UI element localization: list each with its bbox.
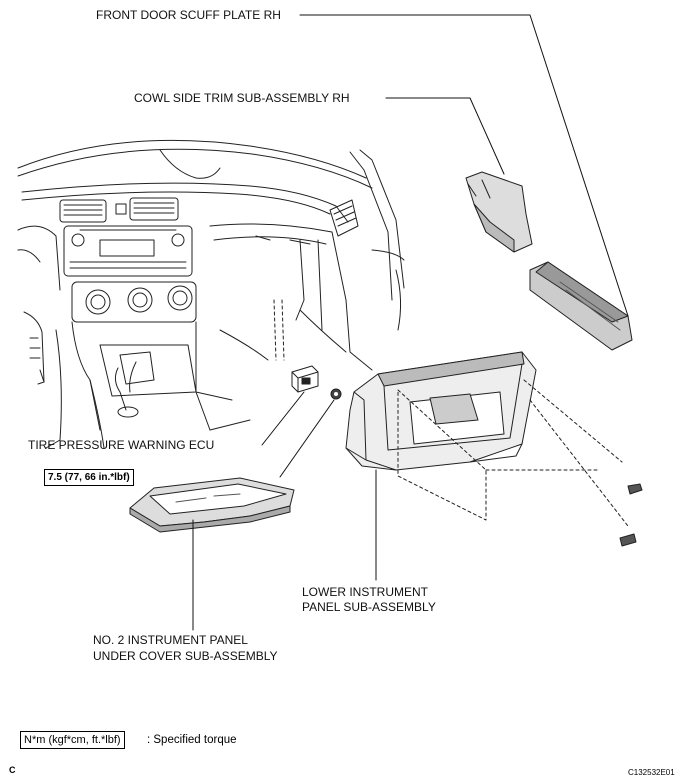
cowl-side-trim-part [465,171,533,253]
dashboard-illustration [17,139,405,449]
lower-panel-label-line2: PANEL SUB-ASSEMBLY [302,600,436,614]
leader-lines [192,14,629,631]
tpw-ecu-label: TIRE PRESSURE WARNING ECU [28,438,215,452]
under-cover-label-line2: UNDER COVER SUB-ASSEMBLY [93,649,278,663]
legend-description: : Specified torque [147,734,237,746]
under-cover-label-line1: NO. 2 INSTRUMENT PANEL [93,633,248,647]
figure-id: C132532E01 [628,768,675,777]
lower-instrument-panel-part [345,351,629,527]
under-cover-part [129,477,295,533]
corner-letter: C [9,765,16,775]
tire-pressure-ecu-part [291,365,342,400]
screw-parts [619,483,643,547]
torque-value-box: 7.5 (77, 66 in.*lbf) [44,469,134,486]
cowl-trim-label: COWL SIDE TRIM SUB-ASSEMBLY RH [134,91,350,105]
lower-panel-label-line1: LOWER INSTRUMENT [302,585,428,599]
legend-unit-box: N*m (kgf*cm, ft.*lbf) [20,731,125,749]
scuff-plate-label: FRONT DOOR SCUFF PLATE RH [96,8,281,22]
scuff-plate-part [529,261,633,351]
